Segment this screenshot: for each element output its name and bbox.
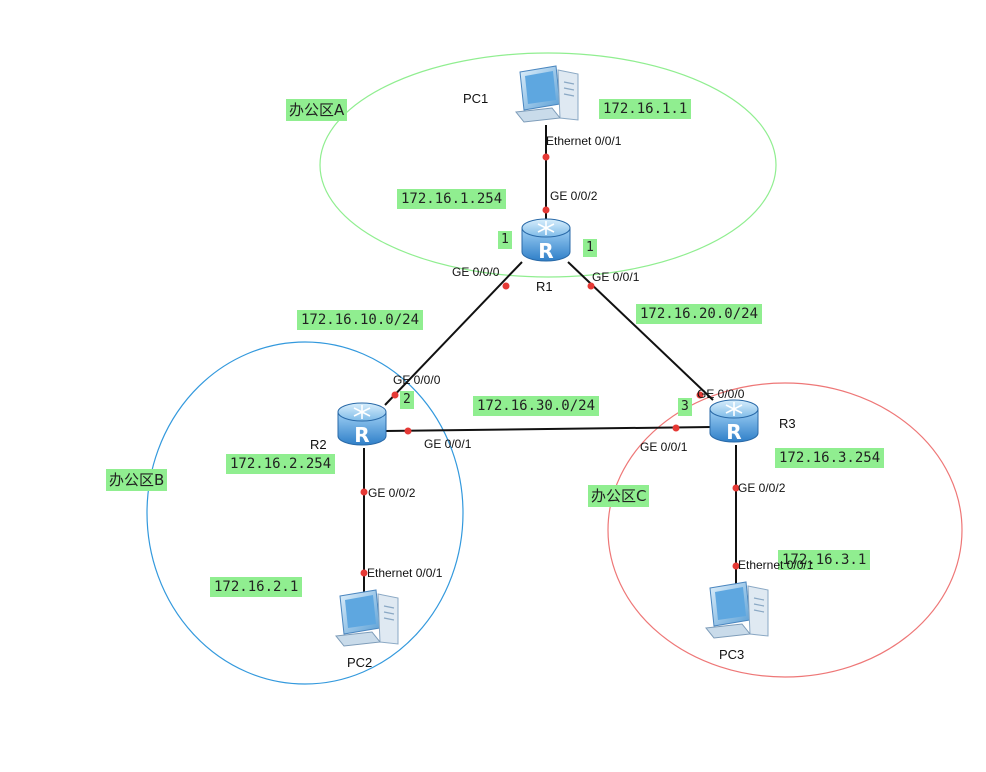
pc1-icon[interactable] xyxy=(515,65,579,123)
ip-pc2: 172.16.2.1 xyxy=(210,577,303,597)
port-dots xyxy=(360,153,740,577)
port-dot-r1-ge1[interactable] xyxy=(587,282,595,290)
port-dot-pc3-eth[interactable] xyxy=(732,562,740,570)
ip-net-r2-r3: 172.16.30.0/24 xyxy=(473,396,600,416)
ip-r1-gateway: 172.16.1.254 xyxy=(397,189,507,209)
port-dot-r3-ge2[interactable] xyxy=(732,484,740,492)
pc3-icon[interactable] xyxy=(705,581,769,639)
ip-net-r1-r2: 172.16.10.0/24 xyxy=(297,310,424,330)
router-r2-icon[interactable]: R xyxy=(337,402,387,447)
port-dot-r1-ge2[interactable] xyxy=(542,206,550,214)
port-dot-r2-ge2[interactable] xyxy=(360,488,368,496)
pc2-icon[interactable] xyxy=(335,589,399,647)
link-r1-r2 xyxy=(384,261,523,406)
link-r2-r3 xyxy=(384,426,713,432)
port-label-r1-ge2: GE 0/0/2 xyxy=(550,189,598,203)
port-label-r3-ge0: GE 0/0/0 xyxy=(697,387,745,401)
zone-a-label: 办公区A xyxy=(286,99,348,121)
pc2-label: PC2 xyxy=(347,655,373,670)
ip-pc3: 172.16.3.1 xyxy=(778,550,871,570)
port-dot-r2-ge0[interactable] xyxy=(391,391,399,399)
svg-text:R: R xyxy=(538,239,553,263)
ip-pc1: 172.16.1.1 xyxy=(599,99,692,119)
pc1-label: PC1 xyxy=(463,91,489,106)
port-label-r1-ge1: GE 0/0/1 xyxy=(592,270,640,284)
zone-b-label: 办公区B xyxy=(106,469,168,491)
port-dot-r2-ge1[interactable] xyxy=(404,427,412,435)
port-label-pc1-eth: Ethernet 0/0/1 xyxy=(546,134,622,148)
port-dot-pc1-eth[interactable] xyxy=(542,153,550,161)
pc3-label: PC3 xyxy=(719,647,745,662)
ip-r3-gateway: 172.16.3.254 xyxy=(775,448,885,468)
port-label-r3-ge1: GE 0/0/1 xyxy=(640,440,688,454)
port-label-r2-ge2: GE 0/0/2 xyxy=(368,486,416,500)
r1-label: R1 xyxy=(536,279,553,294)
port-dot-r3-ge1[interactable] xyxy=(672,424,680,432)
zone-a-boundary xyxy=(319,52,777,278)
r3-label: R3 xyxy=(779,416,796,431)
area-id-r2: 2 xyxy=(400,391,414,409)
port-dot-r3-ge0[interactable] xyxy=(696,391,704,399)
port-label-r3-ge2: GE 0/0/2 xyxy=(738,481,786,495)
zone-c-boundary xyxy=(607,382,963,678)
r2-label: R2 xyxy=(310,437,327,452)
port-dot-pc2-eth[interactable] xyxy=(360,569,368,577)
zone-c-label: 办公区C xyxy=(588,485,650,507)
router-r1-icon[interactable]: R xyxy=(521,218,571,263)
link-r1-r3 xyxy=(567,261,714,401)
port-label-r2-ge0: GE 0/0/0 xyxy=(393,373,441,387)
ip-net-r1-r3: 172.16.20.0/24 xyxy=(636,304,763,324)
ip-r2-gateway: 172.16.2.254 xyxy=(226,454,336,474)
svg-text:R: R xyxy=(354,423,369,447)
area-id-r3: 3 xyxy=(678,398,692,416)
port-label-pc3-eth: Ethernet 0/0/1 xyxy=(738,558,814,572)
svg-text:R: R xyxy=(726,420,741,444)
port-dot-r1-ge0[interactable] xyxy=(502,282,510,290)
router-r3-icon[interactable]: R xyxy=(709,399,759,444)
area-id-r1-left: 1 xyxy=(498,231,512,249)
area-id-r1-right: 1 xyxy=(583,239,597,257)
zone-b-boundary xyxy=(146,341,464,685)
port-label-pc2-eth: Ethernet 0/0/1 xyxy=(367,566,443,580)
port-label-r2-ge1: GE 0/0/1 xyxy=(424,437,472,451)
port-label-r1-ge0: GE 0/0/0 xyxy=(452,265,500,279)
